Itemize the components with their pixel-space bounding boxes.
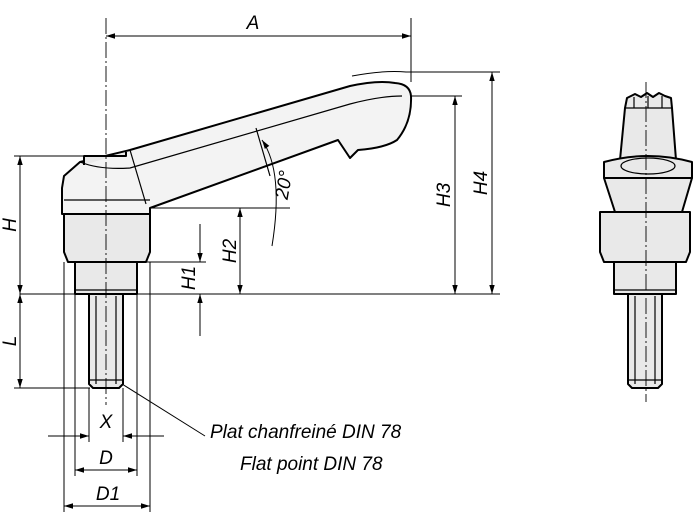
note-leader	[121, 383, 206, 437]
front-view	[599, 82, 693, 402]
dim-label-h2: H2	[220, 238, 241, 263]
dim-label-h: H	[0, 218, 21, 232]
dim-label-h4: H4	[471, 171, 492, 195]
dim-label-h1: H1	[179, 266, 200, 290]
note-english: Flat point DIN 78	[240, 454, 383, 475]
front-collar	[613, 261, 677, 295]
note-french: Plat chanfreiné DIN 78	[210, 422, 402, 443]
dim-label-x: X	[99, 412, 114, 433]
front-upper-hub	[603, 155, 693, 179]
lever-nub	[83, 152, 127, 165]
front-lower-hub	[599, 211, 691, 263]
dim-label-d1: D1	[96, 484, 120, 505]
hub-body	[63, 213, 151, 263]
side-view: A H L H1 H2 20° H3 H4 X	[0, 13, 500, 512]
front-body	[603, 177, 693, 213]
angle-label: 20°	[272, 169, 298, 202]
front-stud	[627, 293, 663, 389]
dim-label-a: A	[246, 13, 260, 34]
dim-label-l: L	[0, 336, 21, 347]
dim-label-d: D	[99, 448, 113, 469]
lever-arm	[61, 81, 413, 215]
dim-label-h3: H3	[434, 182, 455, 207]
